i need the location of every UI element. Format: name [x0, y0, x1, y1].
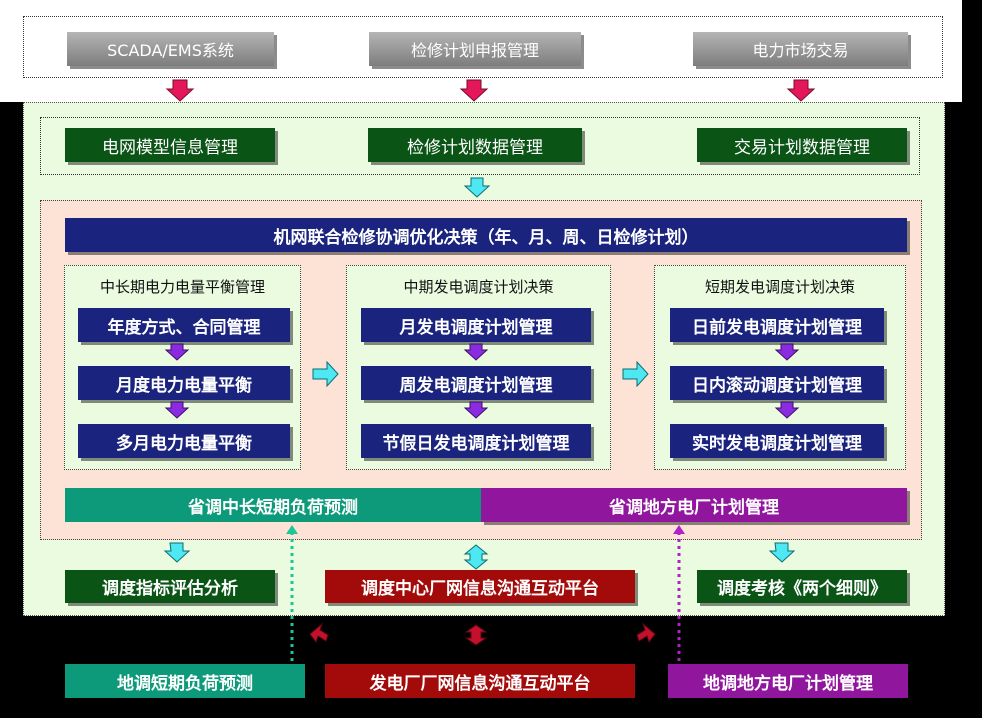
double-diagonal-arrow: [309, 622, 329, 644]
column-item: 实时发电调度计划管理: [670, 424, 884, 458]
local-plant-plan-box: 地调地方电厂计划管理: [668, 664, 908, 698]
provincial-load-forecast-bar: 省调中长短期负荷预测: [65, 488, 481, 522]
column-title-short-term: 短期发电调度计划决策: [704, 277, 855, 296]
down-arrow: [463, 343, 489, 361]
evaluation-box: 调度指标评估分析: [65, 570, 275, 603]
down-arrow: [163, 542, 191, 563]
center-platform-box: 调度中心厂网信息沟通互动平台: [325, 570, 635, 603]
grid-model-box: 电网模型信息管理: [65, 128, 275, 162]
column-item: 多月电力电量平衡: [78, 424, 290, 458]
down-arrow: [164, 401, 190, 419]
down-arrow: [459, 79, 489, 102]
column-item: 周发电调度计划管理: [361, 366, 591, 400]
down-arrow: [768, 542, 796, 563]
local-load-forecast-box: 地调短期负荷预测: [65, 664, 305, 698]
down-arrow: [774, 343, 800, 361]
external-systems-frame: [23, 16, 943, 78]
power-market-box: 电力市场交易: [693, 32, 908, 66]
down-arrow: [463, 401, 489, 419]
provincial-plant-plan-bar: 省调地方电厂计划管理: [481, 488, 907, 522]
down-arrow: [786, 79, 816, 102]
column-item: 节假日发电调度计划管理: [361, 424, 591, 458]
down-arrow: [164, 343, 190, 361]
up-arrowhead: [673, 525, 685, 534]
double-vertical-arrow: [463, 544, 489, 570]
maintenance-report-box: 检修计划申报管理: [369, 32, 581, 66]
down-arrow: [165, 79, 195, 102]
column-item: 年度方式、合同管理: [78, 308, 290, 342]
double-diagonal-arrow: [636, 622, 656, 644]
down-arrow: [774, 401, 800, 419]
column-title-long-term: 中长期电力电量平衡管理: [99, 277, 265, 296]
column-item: 月度电力电量平衡: [78, 366, 290, 400]
right-arrow: [622, 360, 649, 388]
up-arrowhead: [286, 525, 298, 534]
column-item: 日前发电调度计划管理: [670, 308, 884, 342]
column-title-mid-term: 中期发电调度计划决策: [403, 277, 554, 296]
down-arrow: [463, 177, 491, 198]
right-arrow: [312, 360, 339, 388]
assessment-box: 调度考核《两个细则》: [697, 570, 907, 603]
double-vertical-arrow: [464, 624, 488, 646]
decision-banner: 机网联合检修协调优化决策（年、月、周、日检修计划）: [65, 218, 907, 252]
scada-ems-box: SCADA/EMS系统: [67, 32, 274, 66]
column-item: 月发电调度计划管理: [361, 308, 591, 342]
maintenance-data-box: 检修计划数据管理: [368, 128, 582, 162]
column-item: 日内滚动调度计划管理: [670, 366, 884, 400]
trade-data-box: 交易计划数据管理: [697, 128, 907, 162]
plant-platform-box: 发电厂厂网信息沟通互动平台: [325, 664, 635, 698]
data-management-frame: [40, 117, 920, 175]
